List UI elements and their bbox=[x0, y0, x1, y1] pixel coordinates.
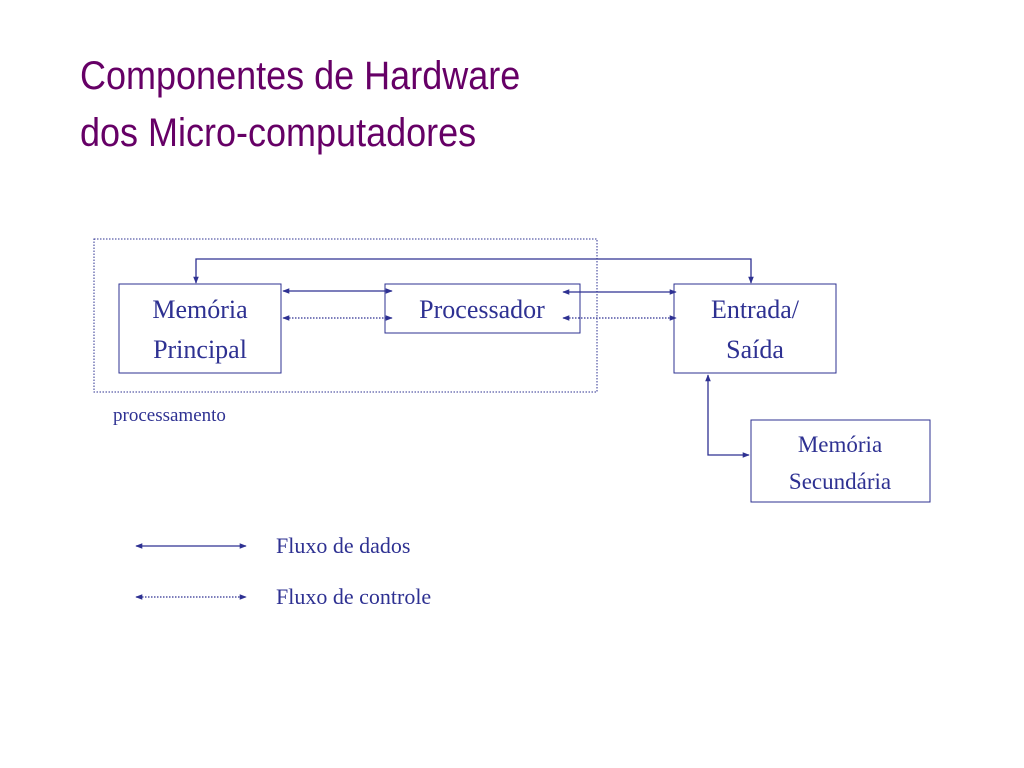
node-memoria-principal: Memória Principal bbox=[118, 283, 282, 374]
node-memoria-secundaria-label-1: Memória bbox=[798, 432, 882, 457]
node-entrada-saida-label-1: Entrada/ bbox=[711, 295, 800, 324]
data-flow-memory-io bbox=[193, 258, 754, 284]
node-memoria-principal-label-2: Principal bbox=[153, 335, 247, 364]
legend-control-flow-label: Fluxo de controle bbox=[276, 584, 431, 609]
legend-data-flow-label: Fluxo de dados bbox=[276, 533, 410, 558]
node-memoria-secundaria-label-2: Secundária bbox=[789, 469, 891, 494]
slide-title-line-1: Componentes de Hardware bbox=[80, 54, 521, 98]
node-entrada-saida-label-2: Saída bbox=[726, 335, 784, 364]
node-entrada-saida: Entrada/ Saída bbox=[673, 283, 837, 374]
processing-region-label: processamento bbox=[113, 405, 226, 426]
legend: Fluxo de dados Fluxo de controle bbox=[135, 533, 431, 609]
node-memoria-secundaria: Memória Secundária bbox=[750, 419, 931, 503]
node-memoria-principal-label-1: Memória bbox=[152, 295, 248, 324]
node-processador: Processador bbox=[384, 283, 581, 334]
slide-title-line-2: dos Micro-computadores bbox=[80, 111, 477, 155]
node-processador-label: Processador bbox=[419, 295, 545, 324]
data-flow-io-storage bbox=[705, 374, 750, 458]
